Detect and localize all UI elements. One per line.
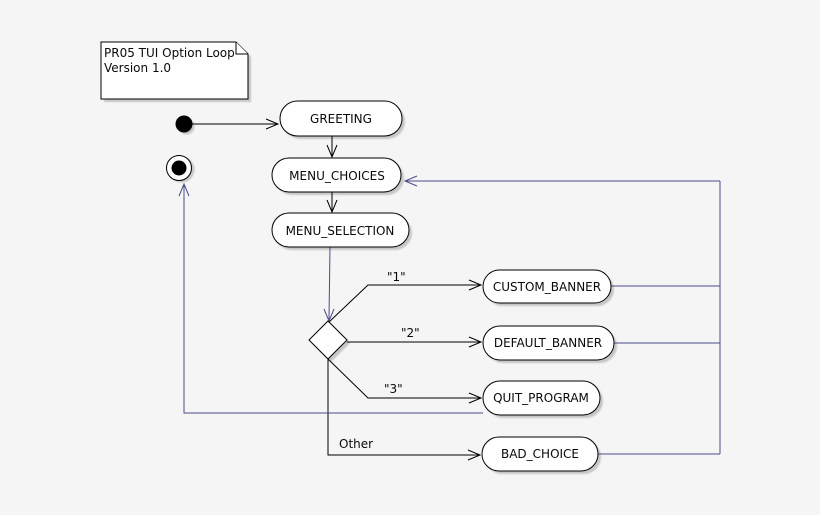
edge-labels: "1" "2" "3" Other <box>339 270 420 451</box>
edge-label-choice-2: "2" <box>401 326 420 340</box>
return-edges <box>178 175 721 455</box>
activity-bad-choice-label: BAD_CHOICE <box>501 447 579 461</box>
activity-custom-banner-label: CUSTOM_BANNER <box>493 280 601 294</box>
activity-default-banner: DEFAULT_BANNER <box>482 325 615 361</box>
arrowhead-final <box>178 182 190 197</box>
arrowhead-greeting <box>265 118 280 130</box>
edge-label-other: Other <box>339 437 373 451</box>
edge-choice-1 <box>328 284 481 323</box>
edge-label-choice-3: "3" <box>384 382 403 396</box>
edge-quit-to-final <box>183 184 483 414</box>
edge-other <box>327 359 480 456</box>
edge-choice-3 <box>327 358 481 399</box>
note: PR05 TUI Option Loop Version 1.0 <box>100 41 249 100</box>
activity-quit-program: QUIT_PROGRAM <box>482 380 601 416</box>
note-line1: PR05 TUI Option Loop <box>104 46 235 60</box>
activity-quit-program-label: QUIT_PROGRAM <box>493 391 589 405</box>
arrowhead-menu-choices-return <box>403 175 418 187</box>
final-node <box>166 155 192 181</box>
decision-diamond <box>308 320 348 360</box>
activity-default-banner-label: DEFAULT_BANNER <box>494 336 602 350</box>
activity-custom-banner: CUSTOM_BANNER <box>482 269 612 304</box>
activity-greeting-label: GREETING <box>310 112 372 126</box>
activity-greeting: GREETING <box>279 100 403 137</box>
arrowhead-custom-banner <box>468 279 483 291</box>
arrowhead-bad-choice <box>467 449 482 461</box>
arrowhead-quit-program <box>468 392 483 404</box>
control-flow-edges <box>192 118 483 461</box>
arrowhead-decision <box>323 308 335 323</box>
note-line2: Version 1.0 <box>104 61 171 75</box>
activity-menu-selection-label: MENU_SELECTION <box>286 224 395 238</box>
activity-menu-selection: MENU_SELECTION <box>271 212 410 248</box>
arrowhead-default-banner <box>468 336 483 348</box>
edge-menu-selection-to-decision <box>328 246 331 320</box>
activity-bad-choice: BAD_CHOICE <box>481 436 599 472</box>
arrowhead-menu-choices <box>326 144 338 159</box>
arrowhead-menu-selection <box>326 199 338 214</box>
edge-label-choice-1: "1" <box>387 270 406 284</box>
initial-node <box>175 115 193 133</box>
activity-menu-choices: MENU_CHOICES <box>271 157 402 193</box>
activity-menu-choices-label: MENU_CHOICES <box>289 169 385 183</box>
